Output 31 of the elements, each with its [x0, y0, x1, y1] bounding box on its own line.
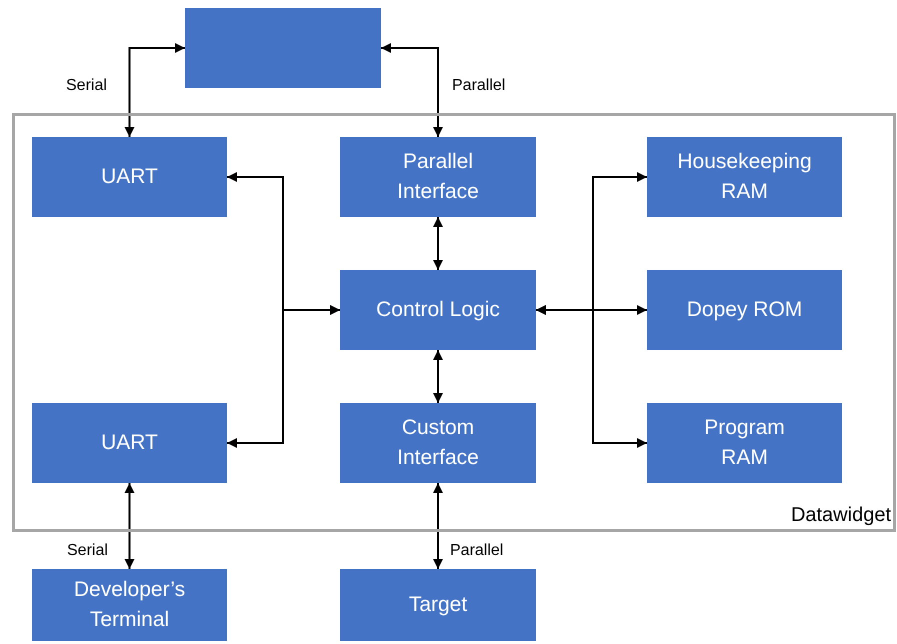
- box-label: Dopey ROM: [686, 296, 802, 323]
- box-label: Program RAM: [703, 414, 786, 471]
- empty-box: [185, 8, 381, 88]
- arrow: [433, 483, 443, 569]
- box-label: UART: [101, 430, 158, 456]
- process-box: [647, 137, 842, 217]
- process-box: [647, 403, 842, 483]
- arrow: [433, 350, 443, 403]
- box-label: Developer’s Terminal: [72, 576, 186, 633]
- process-box: [647, 270, 842, 350]
- box-label: Housekeeping RAM: [677, 148, 812, 205]
- arrow: [124, 43, 185, 137]
- arrow: [227, 305, 340, 448]
- process-box: [340, 403, 536, 483]
- process-box: [340, 137, 536, 217]
- process-box: [32, 137, 227, 217]
- box-label: Parallel Interface: [396, 148, 480, 205]
- box-label: Target: [408, 592, 468, 618]
- box-label: Custom Interface: [396, 414, 480, 471]
- process-box: [32, 569, 227, 641]
- group-title: Datawidget: [790, 504, 891, 527]
- process-box: [32, 403, 227, 483]
- arrow: [536, 305, 647, 448]
- arrow: [124, 483, 134, 569]
- box-label: UART: [101, 164, 158, 190]
- box-label: Control Logic: [376, 296, 500, 323]
- system-boundary: [12, 113, 896, 532]
- arrow: [381, 43, 443, 137]
- process-box: [340, 270, 536, 350]
- arrow: [433, 217, 443, 270]
- process-box: [340, 569, 536, 641]
